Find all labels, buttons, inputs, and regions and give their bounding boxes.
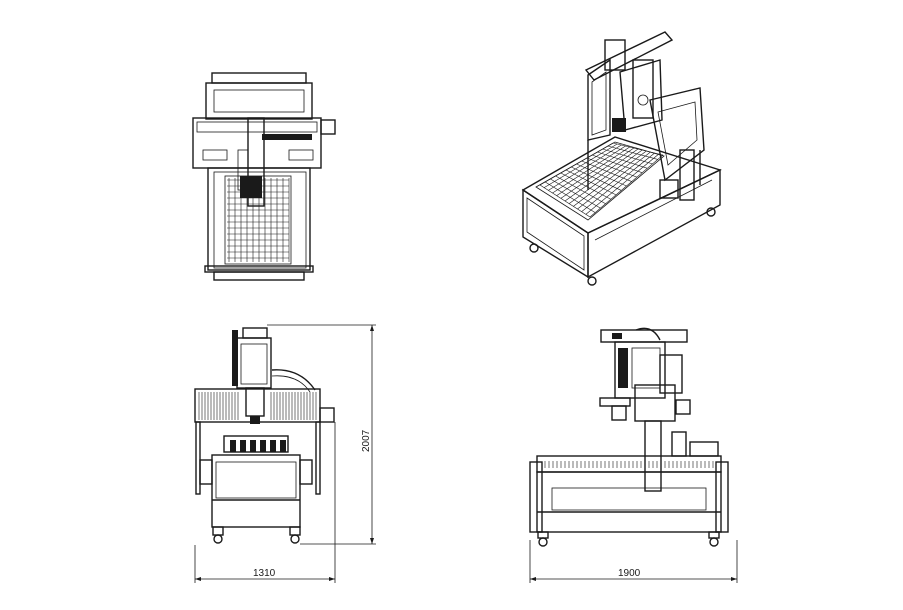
front-view	[194, 327, 335, 544]
side-width-dimension: 1900	[529, 540, 738, 583]
side-view	[529, 327, 729, 547]
side-width-label: 1900	[618, 568, 641, 579]
front-width-dimension: 1310	[194, 422, 336, 583]
front-width-label: 1310	[253, 568, 276, 579]
top-view	[192, 72, 336, 281]
height-dimension: 2007	[267, 324, 376, 545]
isometric-view	[521, 31, 722, 286]
height-label: 2007	[361, 429, 372, 452]
